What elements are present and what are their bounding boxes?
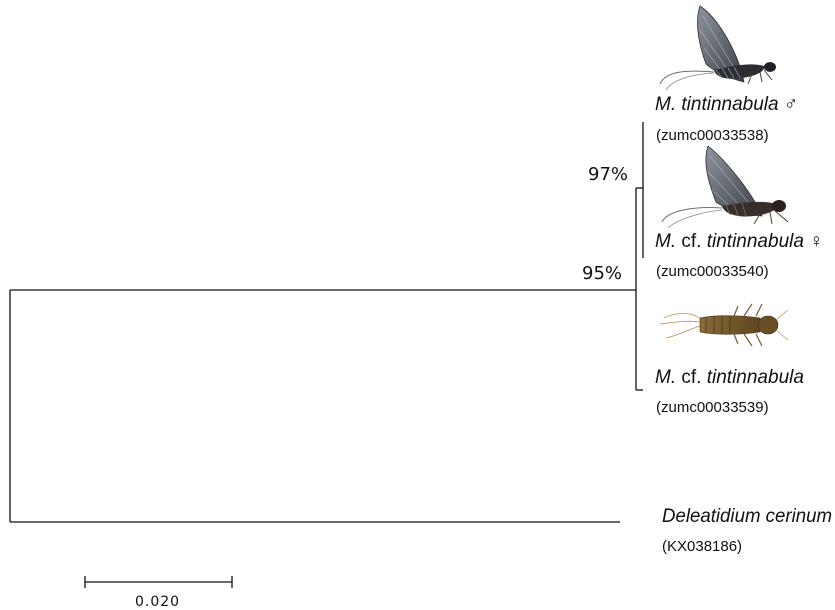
support-value-inner-node: 97% [588,164,628,185]
taxon-2-name-cf: cf. [681,231,701,252]
taxon-2-name-main: tintinnabula [707,231,804,252]
taxon-3-name-cf: cf. [681,367,701,388]
taxon-4-name: Deleatidium cerinum [662,506,832,527]
taxon-2-name: M. cf. tintinnabula ♀ [655,231,823,252]
taxon-1-name: M. tintinnabula ♂ [655,94,798,115]
scale-bar-label: 0.020 [135,594,180,610]
taxon-3-name-prefix: M. [655,367,676,388]
adult-male-mayfly-image [659,5,776,91]
taxon-2-accession: (zumc00033540) [656,263,769,280]
taxon-1-name-main: tintinnabula [681,94,778,115]
taxon-1-name-prefix: M. [655,94,676,115]
taxon-2-name-prefix: M. [655,231,676,252]
tree-branches [9,122,644,523]
taxon-3-accession: (zumc00033539) [656,399,769,416]
taxon-4-accession: (KX038186) [662,538,742,555]
scale-bar: 0.020 [84,576,233,610]
taxon-3-name-main: tintinnabula [707,367,804,388]
taxon-3-name: M. cf. tintinnabula [655,367,804,388]
nymph-mayfly-image [659,303,789,347]
support-value-outer-node: 95% [582,263,622,284]
female-symbol-icon: ♀ [809,231,823,252]
adult-female-mayfly-image [661,145,789,229]
male-symbol-icon: ♂ [784,94,798,115]
taxon-1-accession: (zumc00033538) [656,127,769,144]
